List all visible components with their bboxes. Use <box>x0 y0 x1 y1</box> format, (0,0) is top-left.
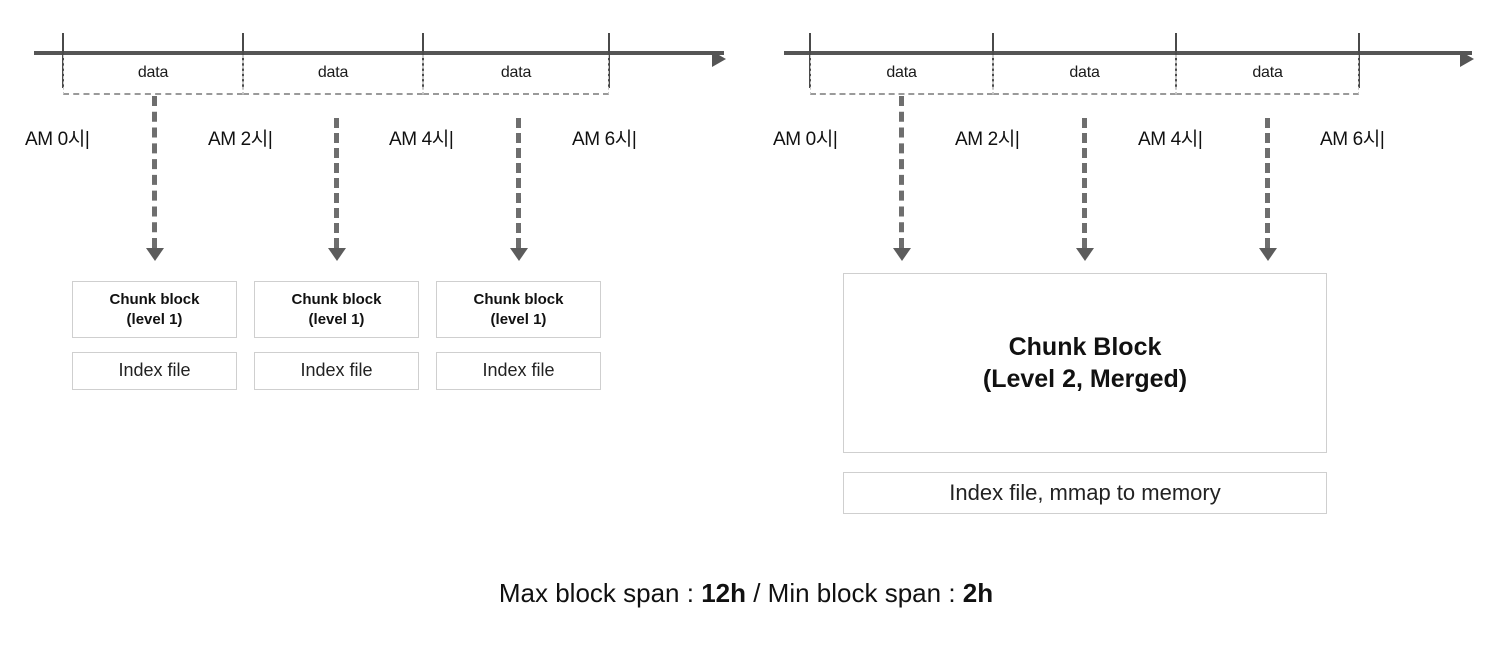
time-label-right-1: AM 2시| <box>955 129 1020 150</box>
chunk-block-level1-1: Chunk block (level 1) <box>254 281 419 338</box>
chunk-block-subtitle: (level 1) <box>490 310 547 328</box>
data-span-right-1: data <box>993 55 1176 95</box>
drop-arrow-left-2 <box>516 118 521 248</box>
index-file-label: Index file <box>300 360 373 381</box>
drop-arrow-right-1 <box>1082 118 1087 248</box>
data-span-label: data <box>500 64 532 81</box>
drop-arrowhead-right-1 <box>1076 248 1094 261</box>
drop-arrowhead-right-2 <box>1259 248 1277 261</box>
data-span-left-0: data <box>63 55 243 95</box>
chunk-block-title: Chunk block <box>109 291 200 308</box>
merged-block-title: Chunk Block <box>1008 332 1162 361</box>
chunk-block-subtitle: (level 1) <box>308 310 365 328</box>
caption-min-label: Min block span : <box>767 578 963 608</box>
axis-tick-right-3 <box>1358 33 1360 88</box>
index-file-label: Index file <box>118 360 191 381</box>
merged-block-subtitle: (Level 2, Merged) <box>982 365 1188 393</box>
axis-line-right <box>784 51 1472 55</box>
time-label-left-3: AM 6시| <box>572 129 637 150</box>
data-span-right-2: data <box>1176 55 1359 95</box>
index-file-mmap-box: Index file, mmap to memory <box>843 472 1327 514</box>
data-span-label: data <box>137 64 169 81</box>
data-span-label: data <box>1252 64 1283 81</box>
time-label-left-2: AM 4시| <box>389 129 454 150</box>
axis-tick-left-3 <box>608 33 610 88</box>
drop-arrowhead-left-0 <box>146 248 164 261</box>
drop-arrowhead-left-1 <box>328 248 346 261</box>
caption-max-label: Max block span : <box>498 578 702 608</box>
axis-arrowhead-right <box>1460 51 1474 67</box>
time-label-left-1: AM 2시| <box>208 129 273 150</box>
index-file-box-1: Index file <box>254 352 419 390</box>
time-label-left-0: AM 0시| <box>25 129 90 150</box>
index-file-box-2: Index file <box>436 352 601 390</box>
index-file-box-0: Index file <box>72 352 237 390</box>
data-span-left-1: data <box>243 55 423 95</box>
time-label-right-0: AM 0시| <box>773 129 838 150</box>
data-span-right-0: data <box>810 55 993 95</box>
block-span-caption: Max block span : 12h / Min block span : … <box>0 578 1492 609</box>
axis-arrowhead-left <box>712 51 726 67</box>
time-label-right-3: AM 6시| <box>1320 129 1385 150</box>
drop-arrow-right-2 <box>1265 118 1270 248</box>
chunk-block-subtitle: (level 1) <box>126 310 183 328</box>
chunk-block-title: Chunk block <box>291 291 382 308</box>
drop-arrow-right-0 <box>899 96 904 248</box>
chunk-block-level1-2: Chunk block (level 1) <box>436 281 601 338</box>
drop-arrow-left-0 <box>152 96 157 248</box>
data-span-label: data <box>886 64 917 81</box>
chunk-block-title: Chunk block <box>473 291 564 308</box>
chunk-block-level1-0: Chunk block (level 1) <box>72 281 237 338</box>
axis-line-left <box>34 51 724 55</box>
time-label-right-2: AM 4시| <box>1138 129 1203 150</box>
caption-max-value: 12h <box>701 578 746 608</box>
drop-arrow-left-1 <box>334 118 339 248</box>
drop-arrowhead-left-2 <box>510 248 528 261</box>
drop-arrowhead-right-0 <box>893 248 911 261</box>
data-span-label: data <box>317 64 349 81</box>
caption-min-value: 2h <box>962 578 994 608</box>
caption-separator: / <box>746 578 768 608</box>
index-file-label: Index file <box>482 360 555 381</box>
index-file-mmap-label: Index file, mmap to memory <box>949 479 1221 505</box>
data-span-left-2: data <box>423 55 609 95</box>
chunk-block-level2-merged: Chunk Block (Level 2, Merged) <box>843 273 1327 453</box>
data-span-label: data <box>1069 64 1100 81</box>
